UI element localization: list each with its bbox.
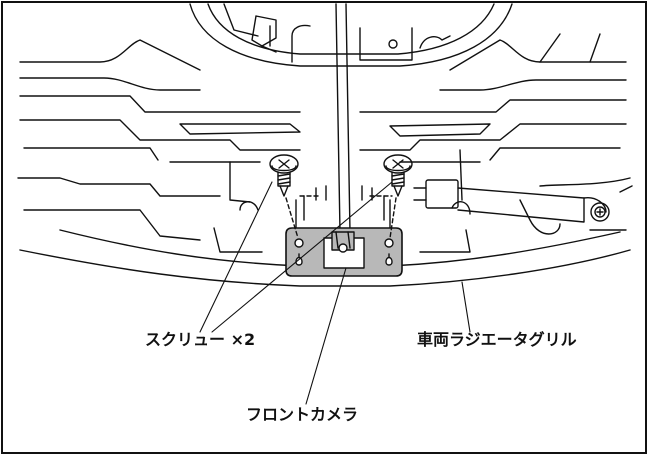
camera-bracket xyxy=(285,227,403,277)
leader-camera xyxy=(305,267,347,405)
front-camera-label: フロントカメラ xyxy=(246,405,359,424)
screw-left xyxy=(269,154,299,239)
grille-bars-right xyxy=(359,33,627,163)
grille-bars-left xyxy=(19,39,301,163)
leader-screw-left xyxy=(199,181,273,333)
radiator-grille-label: 車両ラジエータグリル xyxy=(417,330,577,349)
leader-grille xyxy=(461,281,471,333)
screw-right xyxy=(383,154,413,239)
screws-label: スクリュー ×2 xyxy=(145,330,256,349)
emblem-area xyxy=(189,3,513,67)
hose-assembly xyxy=(413,179,633,223)
leader-lines xyxy=(199,181,471,405)
camera-cable xyxy=(335,3,351,233)
leader-screw-right xyxy=(211,181,393,333)
